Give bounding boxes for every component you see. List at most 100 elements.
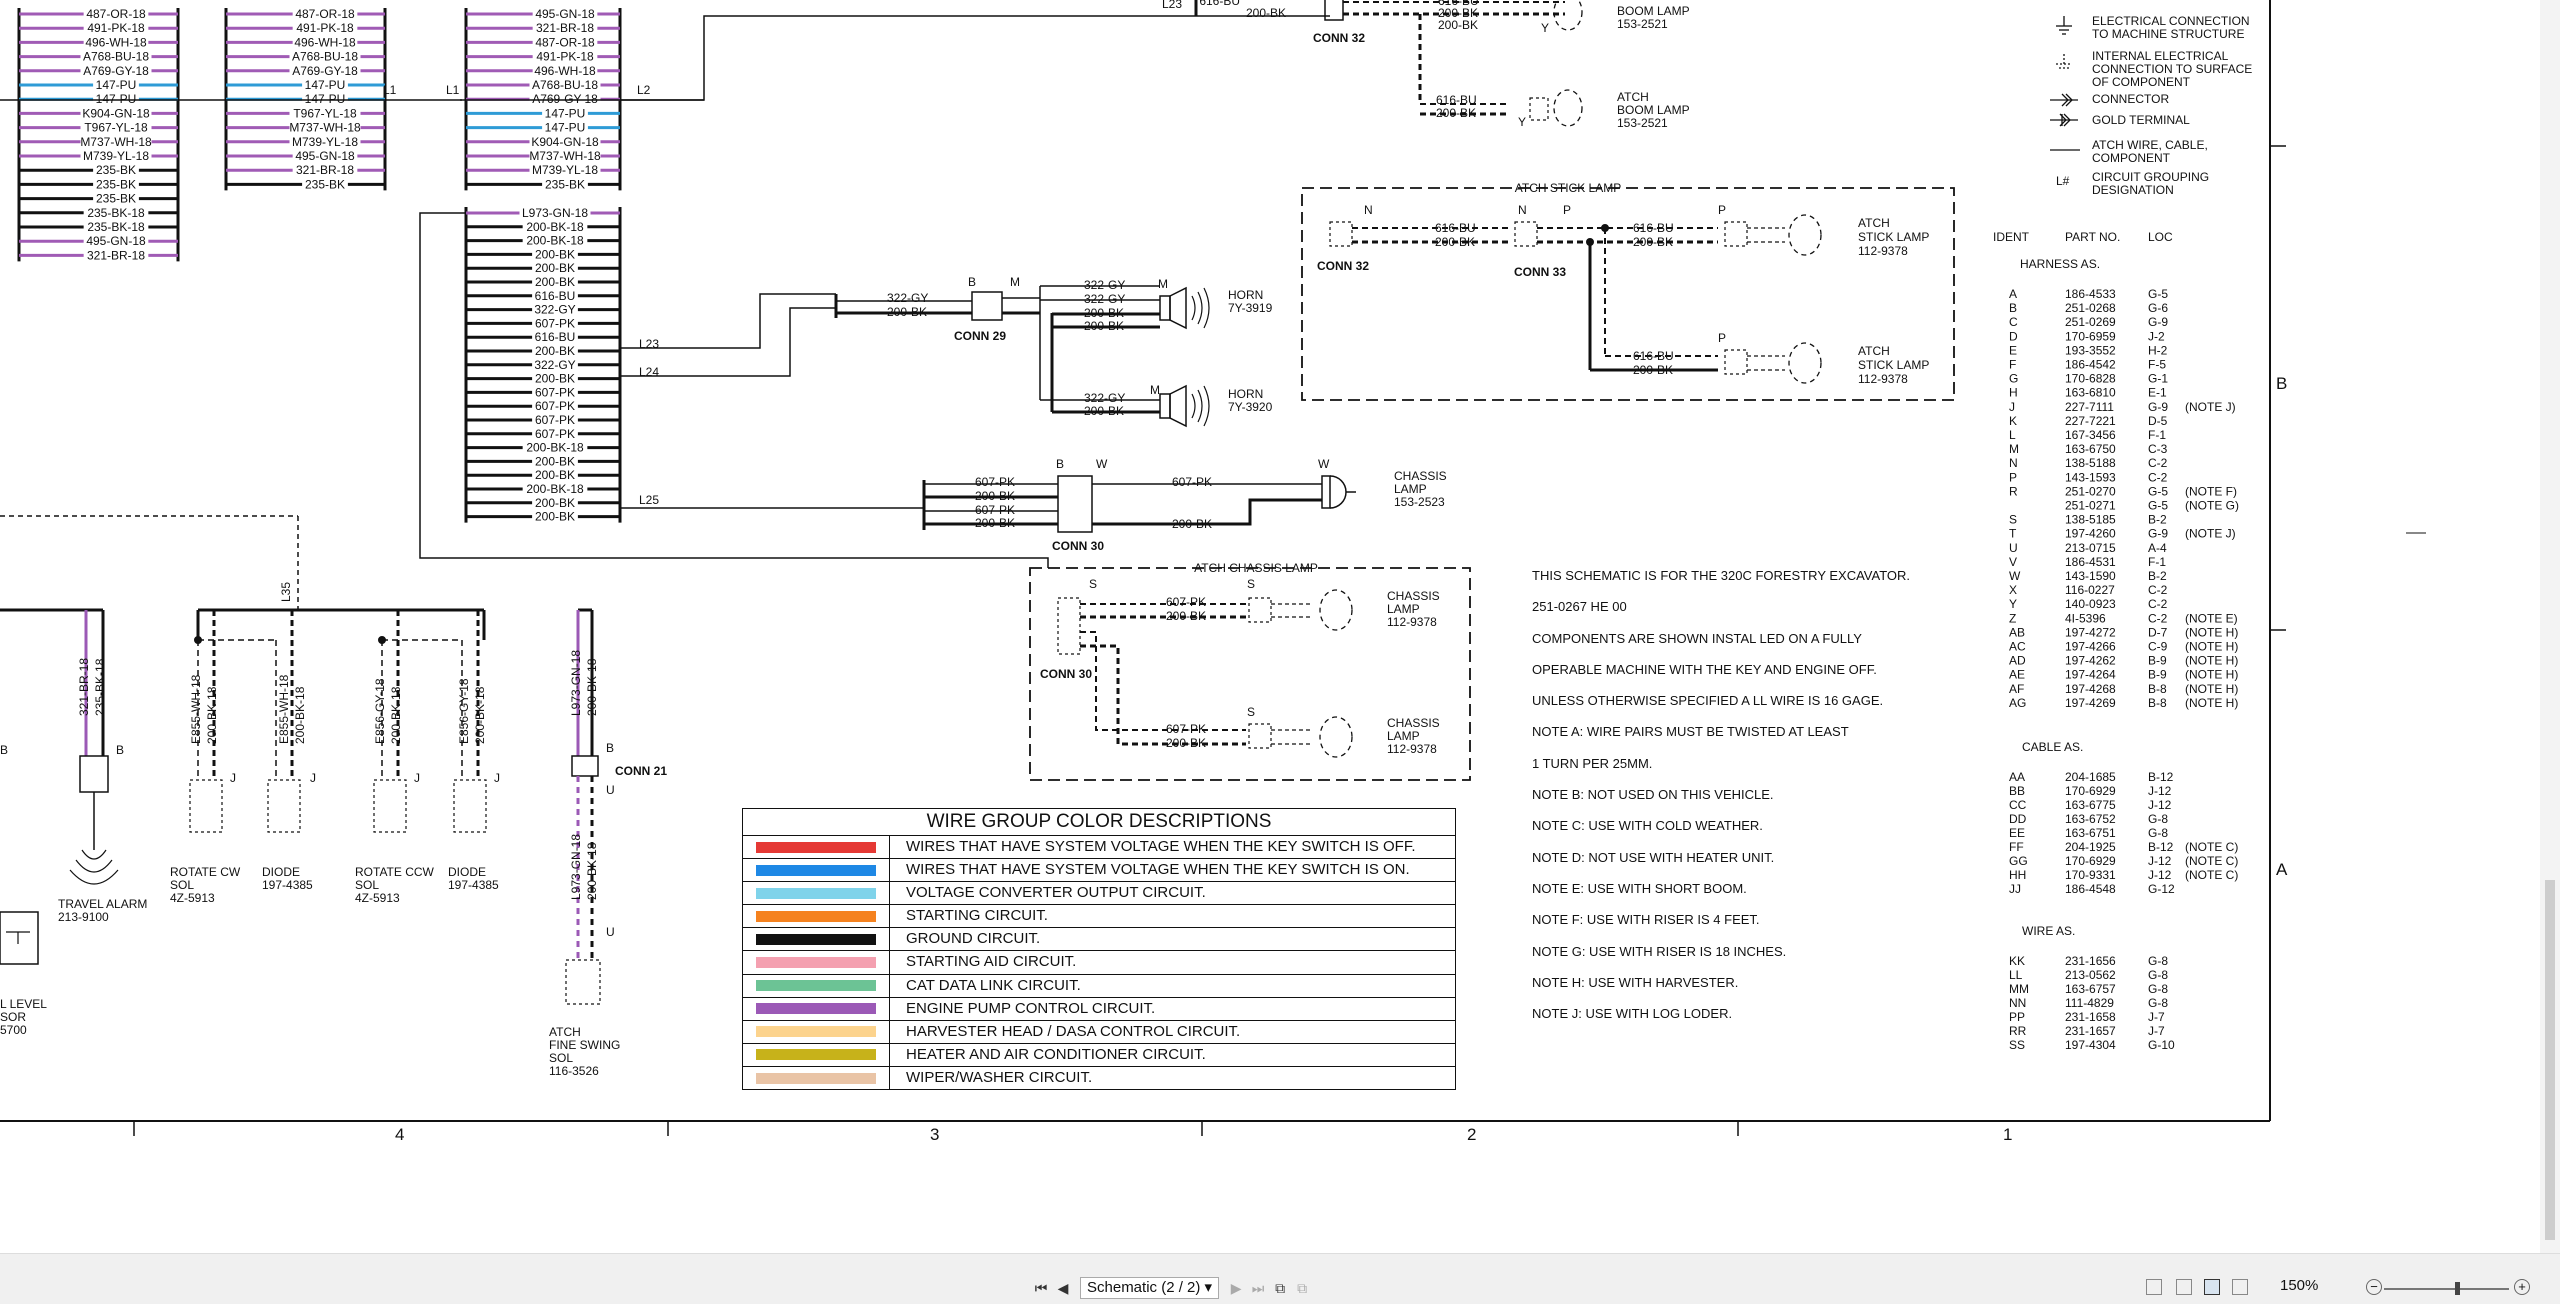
atch-chassis-conn: CONN 30: [1040, 667, 1092, 681]
parts-number: 170-9331: [2065, 868, 2116, 882]
parts-number: 170-6828: [2065, 372, 2116, 386]
parts-number: 193-3552: [2065, 343, 2116, 357]
note-line: UNLESS OTHERWISE SPECIFIED A LL WIRE IS …: [1532, 693, 1884, 709]
parts-number: 143-1593: [2065, 470, 2116, 484]
d1-wire-2: 200-BK-18: [293, 686, 307, 744]
legend-row: HEATER AND AIR CONDITIONER CIRCUIT.: [743, 1043, 1455, 1067]
parts-loc: G-9: [2148, 400, 2168, 414]
boom1-wire-5: 200-BK: [1438, 6, 1478, 20]
parts-ident: KK: [2009, 954, 2025, 968]
chassis-pin-b: B: [1056, 457, 1064, 471]
parts-note: (NOTE J): [2185, 527, 2236, 541]
zoom-slider-knob[interactable]: [2455, 1282, 2460, 1295]
d2-wire-1: E856-GY-18: [457, 678, 471, 744]
grouping-symbol: L#: [2056, 174, 2070, 188]
boom1-wire-3: 200-BK: [1438, 18, 1478, 32]
parts-ident: GG: [2009, 854, 2028, 868]
horn-pin-b: B: [968, 275, 976, 289]
parts-number: 213-0562: [2065, 968, 2116, 982]
horn-conn: CONN 29: [954, 329, 1006, 343]
symbol-label-5-1: DESIGNATION: [2092, 183, 2174, 197]
harness-wire-label: 200-BK: [535, 496, 575, 510]
horn-wire-3: 322-GY: [1084, 278, 1125, 292]
chassis-part: 153-2523: [1394, 495, 1445, 509]
copy-page-icon[interactable]: ⧉: [1275, 1279, 1286, 1296]
alarm-wire-2: 235-BK-18: [93, 658, 107, 716]
parts-header-part: PART NO.: [2065, 230, 2120, 244]
prev-page-icon[interactable]: ◀: [1057, 1279, 1069, 1296]
symbol-label-2-0: CONNECTOR: [2092, 92, 2169, 106]
parts-ident: PP: [2009, 1010, 2025, 1024]
page-select[interactable]: Schematic (2 / 2) ▾: [1080, 1277, 1220, 1299]
harness-wire-label: M739-YL-18: [83, 149, 149, 163]
note-line: NOTE C: USE WITH COLD WEATHER.: [1532, 818, 1763, 834]
harness-wire-label: A768-BU-18: [292, 50, 358, 64]
atch-chassis-lamp1-b: LAMP: [1387, 602, 1420, 616]
rcw-name-2: SOL: [170, 878, 194, 892]
harness-wire-label: 496-WH-18: [294, 35, 356, 49]
continuous-view-icon[interactable]: [2176, 1279, 2192, 1295]
harness-wire-label: A768-BU-18: [83, 50, 149, 64]
vertical-scroll-thumb[interactable]: [2545, 880, 2555, 1240]
parts-ident: P: [2009, 470, 2017, 484]
alarm-name: TRAVEL ALARM: [58, 897, 147, 911]
alarm-pin-b: B: [116, 743, 124, 757]
zoom-out-icon[interactable]: −: [2366, 1279, 2382, 1295]
parts-number: 204-1925: [2065, 840, 2116, 854]
chassis-pin-w: W: [1096, 457, 1108, 471]
stick-p2: P: [1718, 203, 1726, 217]
parts-loc: G-8: [2148, 826, 2168, 840]
stick-wire-2: 200-BK: [1435, 235, 1475, 249]
two-page-view-icon[interactable]: [2204, 1279, 2220, 1295]
zoom-in-icon[interactable]: +: [2514, 1279, 2530, 1295]
horn-wire-1: 322-GY: [887, 291, 928, 305]
parts-number: 231-1656: [2065, 954, 2116, 968]
parts-loc: E-1: [2148, 386, 2167, 400]
parts-loc: C-2: [2148, 611, 2168, 625]
parts-loc: G-8: [2148, 968, 2168, 982]
horn-pin-m2: M: [1158, 277, 1168, 291]
parts-ident: EE: [2009, 826, 2025, 840]
fit-width-icon[interactable]: [2232, 1279, 2248, 1295]
next-page-icon[interactable]: ▶: [1230, 1279, 1242, 1296]
parts-ident: Z: [2009, 611, 2016, 625]
parts-number: 204-1685: [2065, 770, 2116, 784]
fs-wire-3: L973-GN-18: [569, 834, 583, 900]
parts-ident: BB: [2009, 784, 2025, 798]
harness-wire-label: 322-GY: [534, 358, 575, 372]
chassis-name-1: CHASSIS: [1394, 469, 1447, 483]
harness-wire-label: 321-BR-18: [87, 248, 145, 262]
parts-number: 163-6775: [2065, 798, 2116, 812]
export-page-icon[interactable]: ⧉: [1297, 1279, 1308, 1296]
legend-label: STARTING AID CIRCUIT.: [906, 953, 1077, 971]
legend-row: ENGINE PUMP CONTROL CIRCUIT.: [743, 997, 1455, 1021]
stick-p3: P: [1718, 331, 1726, 345]
first-page-icon[interactable]: ⏮: [1034, 1279, 1048, 1296]
harness-wire-label: 200-BK: [535, 247, 575, 261]
parts-note: (NOTE C): [2185, 840, 2238, 854]
single-page-view-icon[interactable]: [2146, 1279, 2162, 1295]
zoom-level[interactable]: 150%: [2280, 1277, 2319, 1294]
harness-wire-label: T967-YL-18: [293, 106, 357, 120]
horn2-part: 7Y-3920: [1228, 400, 1273, 414]
parts-number: 163-6752: [2065, 812, 2116, 826]
harness-wire-label: 200-BK: [535, 510, 575, 524]
legend-title: WIRE GROUP COLOR DESCRIPTIONS: [743, 809, 1455, 836]
harness-wire-label: 321-BR-18: [296, 163, 354, 177]
harness-groups: 487-OR-18491-PK-18496-WH-18A768-BU-18A76…: [17, 7, 622, 524]
line-label-l23-top: L23: [1162, 0, 1182, 11]
zoom-slider[interactable]: [2384, 1288, 2509, 1290]
d2-wire-2: 200-BK-18: [473, 686, 487, 744]
harness-wire-label: 147-PU: [305, 78, 346, 92]
last-page-icon[interactable]: ⏭: [1251, 1279, 1265, 1296]
harness-wire-label: 487-OR-18: [86, 7, 146, 21]
harness-wire-label: 607-PK: [535, 385, 575, 399]
atch-chassis-pin-s2: S: [1247, 577, 1255, 591]
boom1-name: BOOM LAMP: [1617, 4, 1690, 18]
wire-title: WIRE AS.: [2022, 924, 2075, 938]
frame-col-4: 4: [395, 1125, 404, 1144]
d2-part: 197-4385: [448, 878, 499, 892]
symbol-legend: [2050, 16, 2080, 151]
parts-loc: G-6: [2148, 301, 2168, 315]
parts-number: 116-0227: [2065, 583, 2115, 597]
